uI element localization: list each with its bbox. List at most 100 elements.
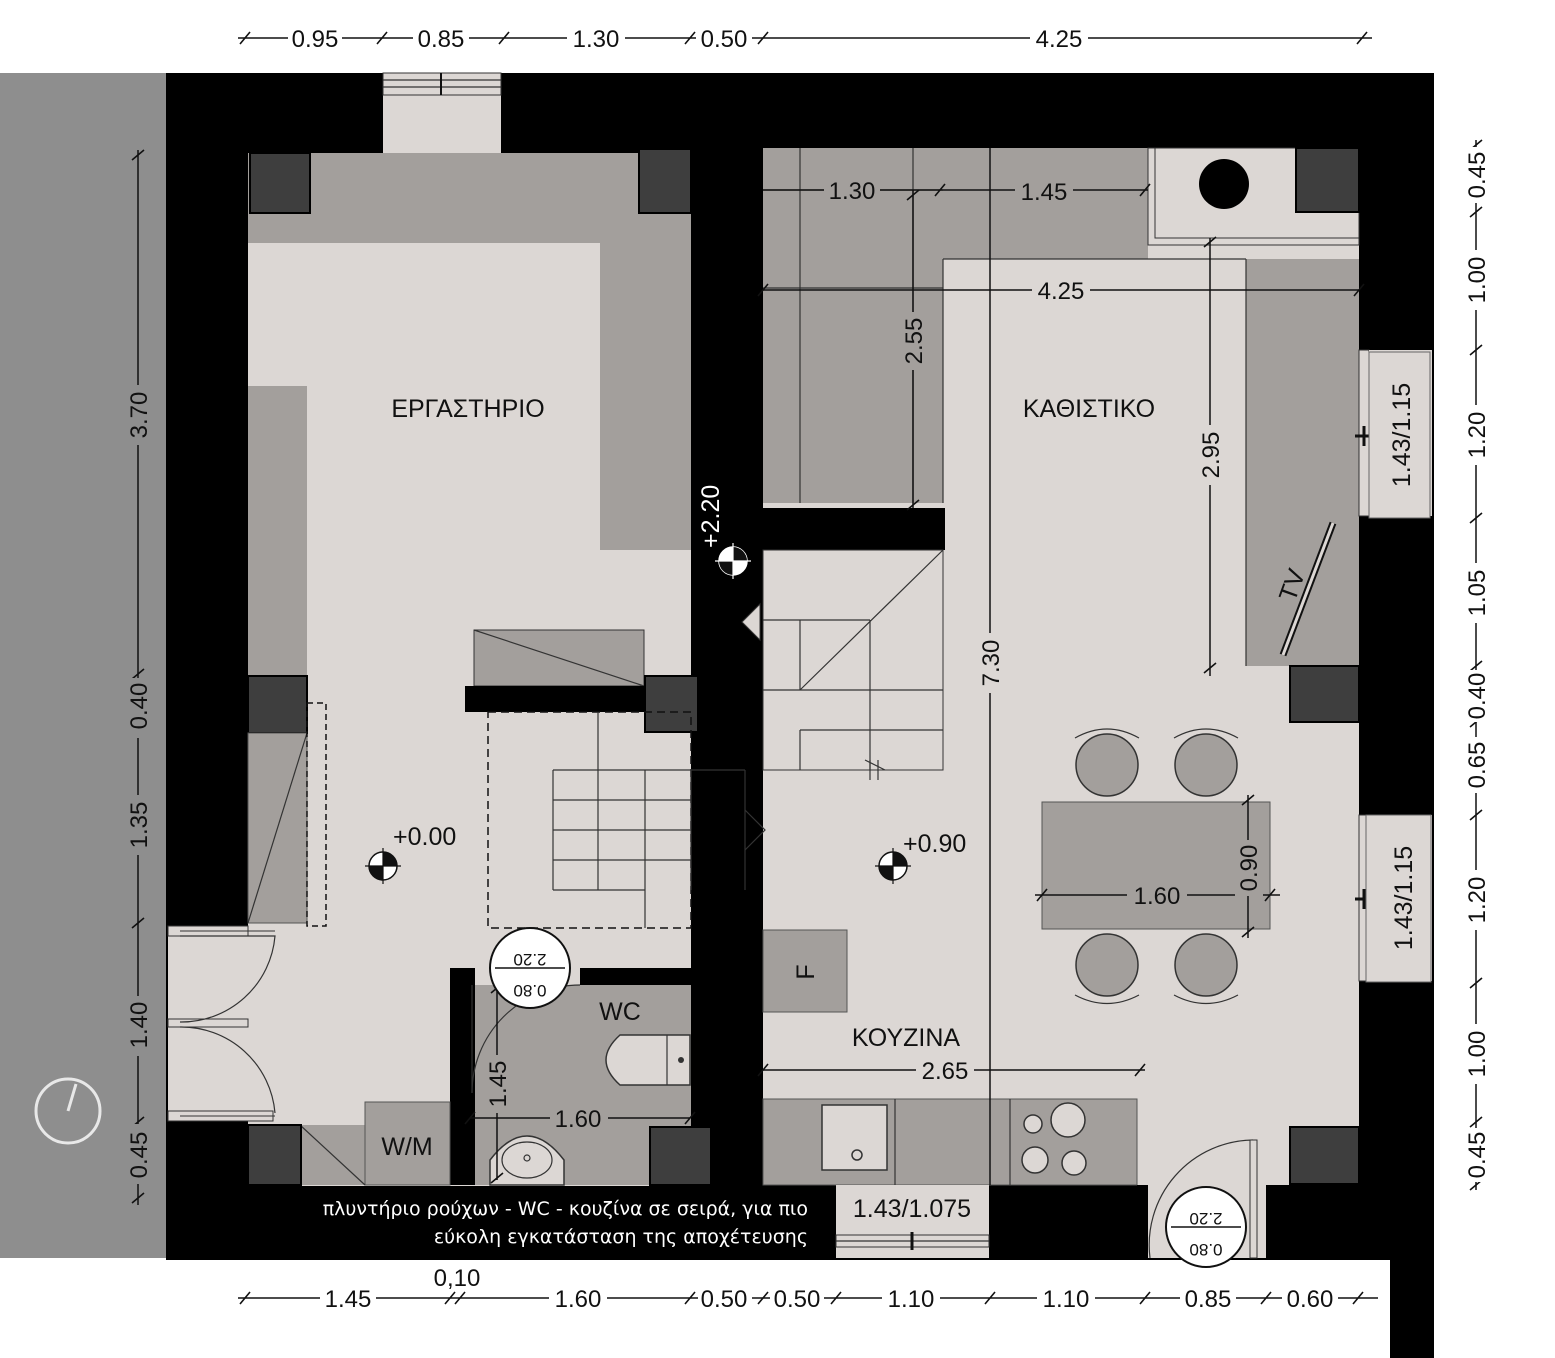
dim-wc-width: 1.60 — [555, 1106, 602, 1133]
dim-living-width: 4.25 — [1038, 278, 1085, 305]
window-tag-right-top: 1.43/1.15 — [1368, 351, 1431, 519]
dimension-tick — [906, 499, 920, 511]
dimension-tick — [1260, 1291, 1272, 1305]
window-label-right-top: 1.43/1.15 — [1388, 383, 1416, 487]
dimension-tick — [1469, 809, 1483, 821]
window-label-right-bottom: 1.43/1.15 — [1390, 846, 1418, 950]
dimension-tick — [1469, 512, 1483, 524]
dimension-tick — [498, 31, 510, 45]
dimension-tick — [984, 1291, 996, 1305]
wc-wall-top — [580, 968, 691, 985]
right-jamb-wall — [1266, 1185, 1390, 1258]
dim-top-3: 1.30 — [573, 26, 620, 53]
dim-table-depth: 0.90 — [1236, 845, 1263, 892]
dimension-tick — [376, 31, 388, 45]
dim-right-2: 1.00 — [1464, 257, 1491, 304]
kitchen-entry-door — [1148, 1139, 1390, 1259]
dimension-tick — [1469, 660, 1483, 672]
note-line-2: εύκολη εγκατάσταση της αποχέτευσης — [434, 1226, 808, 1248]
entry-door-left — [167, 925, 276, 1122]
dimension-tick — [1203, 236, 1217, 248]
dim-stair-a: 1.30 — [829, 178, 876, 205]
dimension-tick — [684, 1111, 696, 1125]
dimension-tick — [464, 1111, 476, 1125]
dimension-tick — [684, 31, 696, 45]
dimension-tick — [757, 1291, 769, 1305]
pillar — [638, 148, 692, 214]
workshop-top-shelf — [248, 153, 691, 243]
dimension-tick — [1139, 1291, 1151, 1305]
level-marker-kitchen: +0.90 — [875, 830, 966, 884]
dim-kitchen-width: 2.65 — [922, 1058, 969, 1085]
dim-right-5: 0.40 — [1464, 673, 1491, 720]
cooktop-icon — [1021, 1102, 1087, 1176]
room-label-wc: WC — [599, 998, 641, 1026]
dimension-tick — [830, 1291, 842, 1305]
door-label-entry-h: 2.20 — [1189, 1209, 1222, 1228]
dims-top: 0.95 0.85 1.30 0.50 4.25 — [288, 24, 1088, 53]
dining-chair — [1075, 733, 1238, 997]
dim-left-5: 0.45 — [126, 1132, 153, 1179]
dimension-tick — [1241, 794, 1255, 806]
pillar — [247, 1124, 302, 1186]
door-tag-entry: 0.80 2.20 — [1165, 1186, 1247, 1268]
door-label-wc-w: 0.80 — [513, 981, 546, 1000]
dim-living-depth: 2.95 — [1198, 432, 1225, 479]
dimension-tick — [444, 1291, 456, 1305]
dimension-tick — [1139, 183, 1151, 197]
dim-right-1: 0.45 — [1464, 152, 1491, 199]
dim-right-9: 0.45 — [1464, 1132, 1491, 1179]
dim-bottom-4: 0.50 — [701, 1286, 748, 1313]
dimension-tick — [1356, 31, 1368, 45]
dimension-tick — [239, 31, 251, 45]
workshop-bench — [248, 386, 307, 676]
fridge — [762, 929, 848, 1013]
dimension-tick — [1241, 926, 1255, 938]
pillar — [247, 675, 308, 734]
dim-left-3: 1.35 — [126, 802, 153, 849]
dim-left-4: 1.40 — [126, 1002, 153, 1049]
dimension-tick — [757, 283, 769, 297]
door-tag-wc: 0.80 2.20 — [489, 927, 571, 1009]
dims-bottom: 1.45 0,10 1.60 0.50 0.50 1.10 1.10 0.85 … — [320, 1265, 1338, 1313]
washer-label: W/M — [381, 1133, 432, 1161]
level-label-workshop: +0.00 — [393, 823, 456, 851]
dimension-tick — [1203, 662, 1217, 674]
dim-top-2: 0.85 — [418, 26, 465, 53]
stove-flue-icon — [1199, 159, 1249, 209]
stair-arrow-icon — [741, 602, 761, 642]
dim-bottom-2: 0,10 — [434, 1265, 481, 1292]
dims-inner: 1.30 1.45 4.25 2.55 2.95 7.30 1.60 0.90 … — [484, 177, 1263, 1133]
door-label-wc-h: 2.20 — [513, 950, 546, 969]
dim-bottom-5: 0.50 — [774, 1286, 821, 1313]
dim-bottom-9: 0.60 — [1287, 1286, 1334, 1313]
washing-machine — [364, 1101, 451, 1186]
stair-handrail-wall — [465, 686, 645, 712]
fridge-label: F — [792, 964, 820, 979]
dim-right-7: 1.20 — [1464, 877, 1491, 924]
dim-bottom-8: 0.85 — [1185, 1286, 1232, 1313]
level-marker-workshop: +0.00 — [365, 823, 456, 884]
sink-icon — [821, 1104, 888, 1171]
dimension-tick — [239, 1291, 251, 1305]
central-wall — [691, 148, 763, 770]
exterior-terrace — [0, 73, 168, 1258]
room-label-living: ΚΑΘΙΣΤΙΚΟ — [1023, 395, 1155, 423]
kitchen-end-wall — [1137, 1185, 1148, 1258]
dimension-tick — [1036, 888, 1048, 902]
dimension-tick — [1469, 977, 1483, 989]
window-label-bottom: 1.43/1.075 — [853, 1195, 971, 1223]
door-label-entry-w: 0.80 — [1189, 1240, 1222, 1259]
stair-landing-wall — [763, 508, 945, 550]
dim-top-4: 0.50 — [701, 26, 748, 53]
dimension-tick — [1264, 888, 1276, 902]
dimension-tick — [1352, 1291, 1364, 1305]
dimension-tick — [1134, 1063, 1146, 1077]
level-marker-stair: +2.20 — [697, 485, 751, 579]
dimension-tick — [906, 189, 920, 201]
dim-left-1: 3.70 — [126, 392, 153, 439]
dimension-tick — [131, 668, 145, 680]
dim-stair-b: 1.45 — [1021, 179, 1068, 206]
dims-right: 0.45 1.00 1.20 1.05 0.40 0.65 1.20 1.00 … — [1462, 147, 1491, 1182]
